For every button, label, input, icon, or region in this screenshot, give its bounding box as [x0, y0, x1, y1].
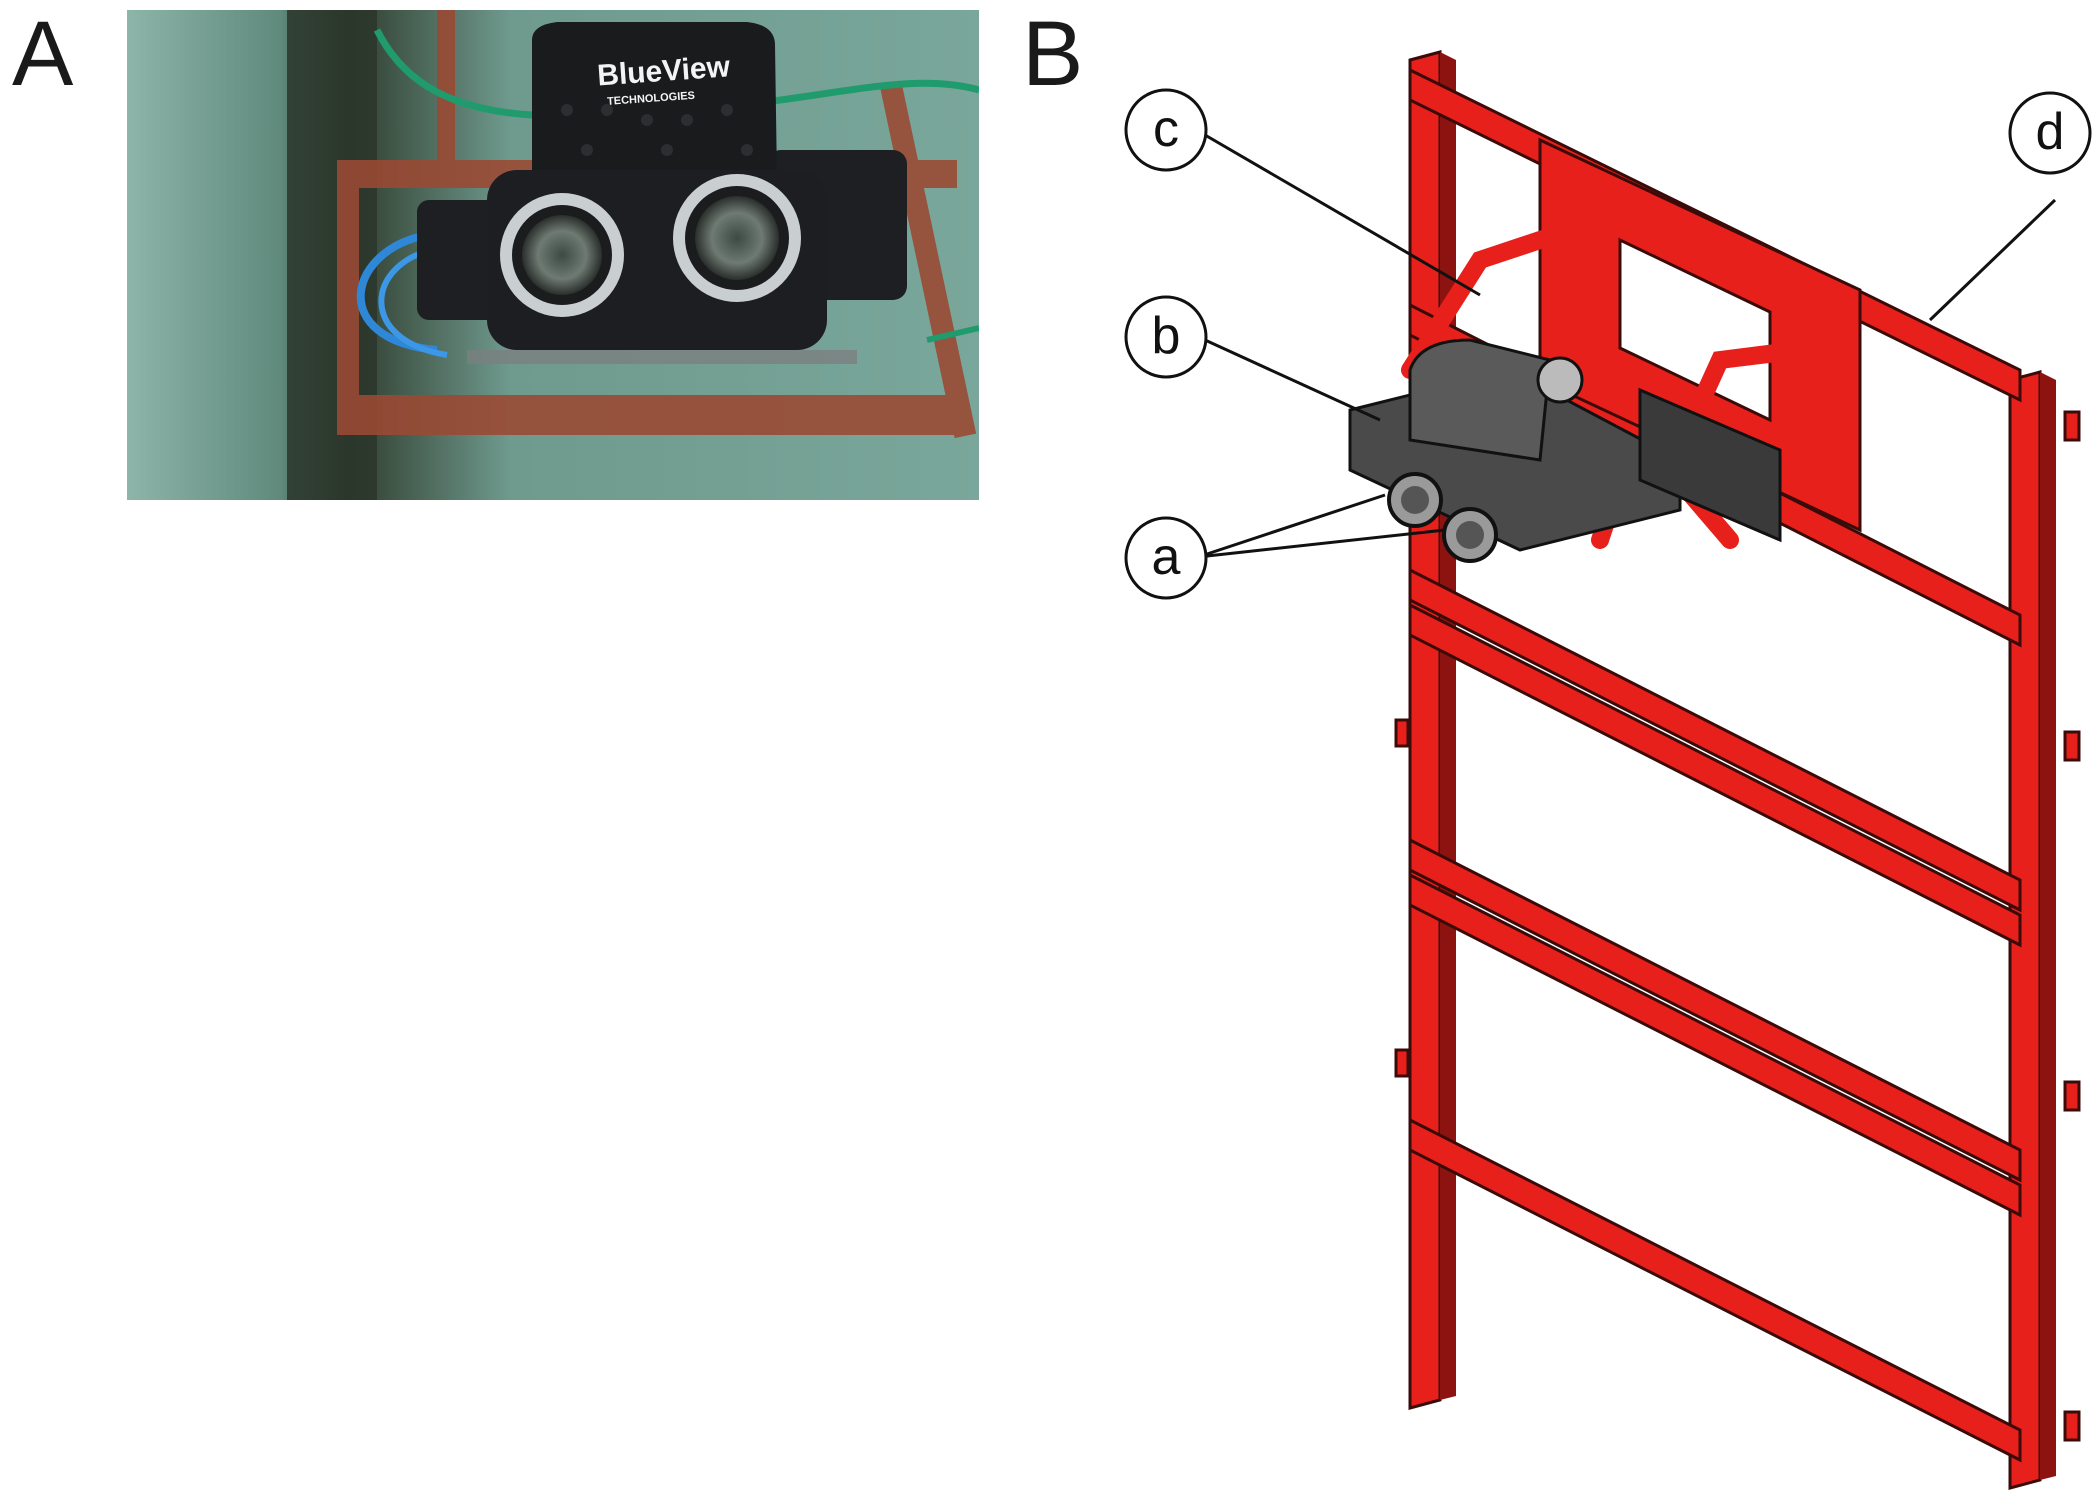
callout-c: c — [1124, 88, 1208, 172]
mounting-tabs — [1394, 410, 2081, 1442]
svg-text:c: c — [1153, 100, 1179, 158]
underwater-photo: BlueView TECHNOLOGIES — [127, 10, 979, 500]
sonar-head — [532, 22, 777, 180]
svg-text:a: a — [1152, 528, 1181, 586]
svg-text:b: b — [1152, 307, 1181, 365]
svg-text:d: d — [2036, 103, 2065, 161]
panel-b-label: B — [1022, 3, 1084, 105]
blue-cables — [356, 231, 438, 354]
callout-d: d — [2008, 91, 2092, 175]
leader-lines — [1197, 133, 2057, 559]
sensor-assembly — [1348, 338, 1782, 563]
callout-b: b — [1124, 295, 1208, 379]
panel-a-label: A — [12, 3, 74, 105]
camera-lens-right — [673, 174, 801, 302]
frame-drawing: c b a d — [1124, 50, 2092, 1490]
callout-a: a — [1124, 516, 1208, 600]
camera-lens-left — [500, 193, 624, 317]
